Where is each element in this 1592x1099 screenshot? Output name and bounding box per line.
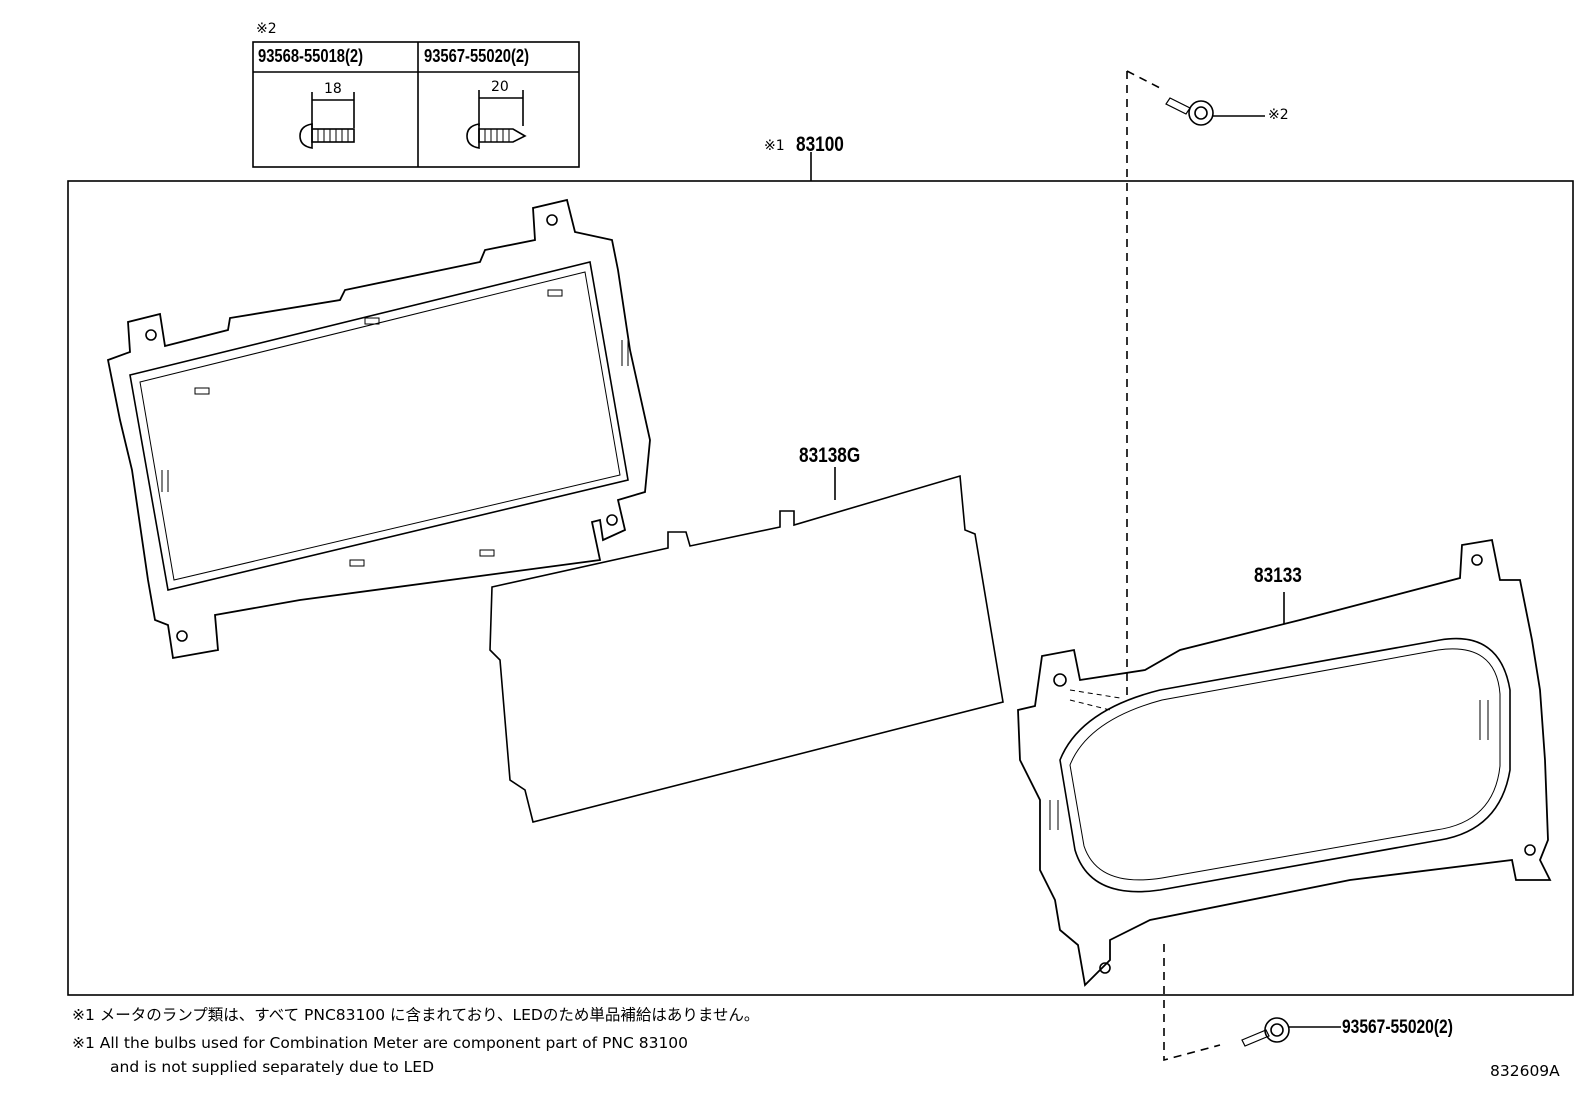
fastener-dimension-2: 20 [491,79,509,95]
fastener-dimension-1: 18 [324,81,342,97]
illustration-code: 832609A [1490,1062,1560,1080]
assembly-mark: ※1 [764,138,785,154]
top-screw-dashed-leader [1126,70,1161,700]
assembly-part-number: 83100 [796,133,844,156]
lens-plate-drawing [489,467,1004,823]
screw-20-icon [466,90,527,149]
top-screw-icon [1165,97,1265,126]
assembly-frame [67,180,1574,996]
lens-frame-drawing [1017,538,1552,987]
note-english-line2: and is not supplied separately due to LE… [110,1058,435,1076]
top-screw-mark: ※2 [1268,107,1289,123]
fastener-part-1: 93568-55018(2) [258,46,364,66]
meter-housing-drawing [106,198,651,660]
fastener-table-mark: ※2 [256,21,277,37]
bottom-screw-icon [1241,1017,1341,1047]
bottom-screw-part-number: 93567-55020(2) [1342,1017,1453,1038]
lens-frame-part-number: 83133 [1254,564,1302,587]
bottom-screw-dashed-leader [1163,944,1221,1062]
fastener-table [252,41,580,168]
note-japanese: ※1 メータのランプ類は、すべて PNC83100 に含まれており、LEDのため… [72,1006,760,1024]
rear-case-part-number: 83138G [799,444,861,467]
note-english-line1: ※1 All the bulbs used for Combination Me… [72,1034,689,1052]
fastener-part-2: 93567-55020(2) [424,46,530,66]
screw-18-icon [299,92,355,149]
